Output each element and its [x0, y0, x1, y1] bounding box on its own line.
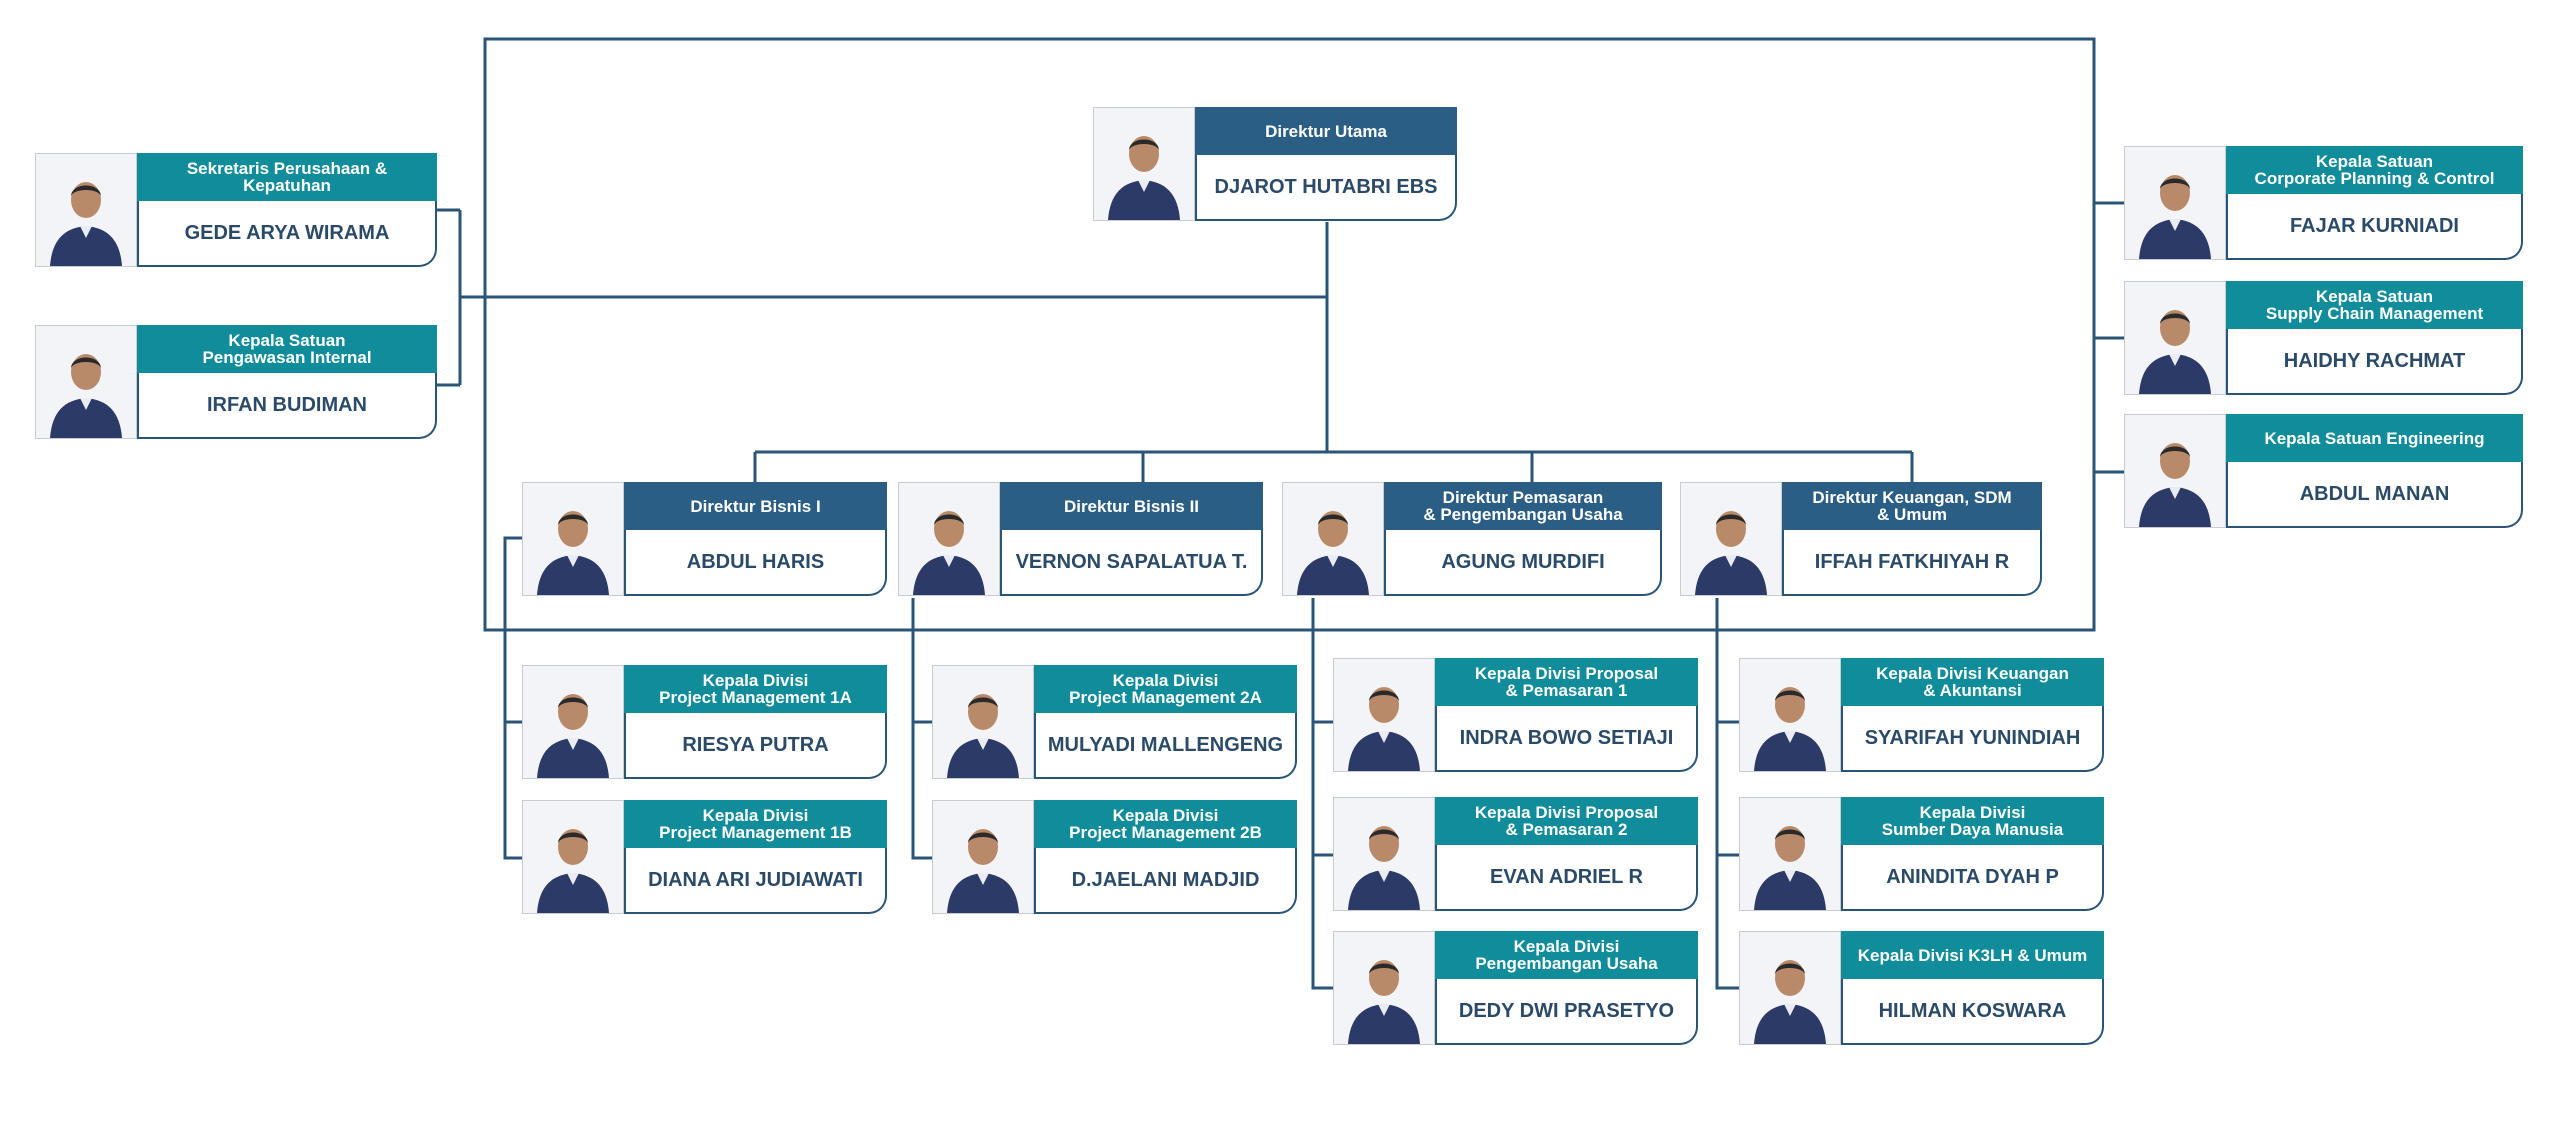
portrait-photo	[932, 665, 1034, 779]
card-k3lh-umum: Kepala Divisi K3LH & Umum HILMAN KOSWARA	[1739, 931, 2104, 1045]
card-title: Kepala Divisi Project Management 1B	[624, 800, 887, 848]
portrait-photo	[2124, 414, 2226, 528]
card-name: HAIDHY RACHMAT	[2226, 329, 2523, 395]
card-name: INDRA BOWO SETIAJI	[1435, 706, 1698, 772]
card-pm-1b: Kepala Divisi Project Management 1B DIAN…	[522, 800, 887, 914]
card-title: Kepala Divisi Keuangan & Akuntansi	[1841, 658, 2104, 706]
card-pm-1a: Kepala Divisi Project Management 1A RIES…	[522, 665, 887, 779]
card-name: VERNON SAPALATUA T.	[1000, 530, 1263, 596]
card-name: AGUNG MURDIFI	[1384, 530, 1662, 596]
portrait-photo	[898, 482, 1000, 596]
card-name: ANINDITA DYAH P	[1841, 845, 2104, 911]
portrait-photo	[1282, 482, 1384, 596]
portrait-photo	[522, 482, 624, 596]
card-name: GEDE ARYA WIRAMA	[137, 201, 437, 267]
card-title: Direktur Utama	[1195, 107, 1457, 155]
card-title: Kepala Divisi Project Management 1A	[624, 665, 887, 713]
card-name: HILMAN KOSWARA	[1841, 979, 2104, 1045]
card-title: Kepala Divisi Sumber Daya Manusia	[1841, 797, 2104, 845]
portrait-photo	[1333, 931, 1435, 1045]
card-direktur-bisnis-2: Direktur Bisnis II VERNON SAPALATUA T.	[898, 482, 1263, 596]
card-direktur-pemasaran: Direktur Pemasaran & Pengembangan Usaha …	[1282, 482, 1662, 596]
portrait-photo	[1739, 931, 1841, 1045]
card-pengembangan-usaha: Kepala Divisi Pengembangan Usaha DEDY DW…	[1333, 931, 1698, 1045]
card-proposal-pemasaran-1: Kepala Divisi Proposal & Pemasaran 1 IND…	[1333, 658, 1698, 772]
connector-pemasaran	[1311, 598, 1333, 990]
card-direktur-utama: Direktur Utama DJAROT HUTABRI EBS	[1093, 107, 1457, 221]
portrait-photo	[522, 800, 624, 914]
card-name: IRFAN BUDIMAN	[137, 373, 437, 439]
connector-bisnis-2	[911, 598, 932, 860]
card-title: Kepala Satuan Pengawasan Internal	[137, 325, 437, 373]
card-pm-2a: Kepala Divisi Project Management 2A MULY…	[932, 665, 1297, 779]
portrait-photo	[1333, 797, 1435, 911]
portrait-photo	[522, 665, 624, 779]
card-title: Direktur Keuangan, SDM & Umum	[1782, 482, 2042, 530]
portrait-photo	[1739, 797, 1841, 911]
card-title: Direktur Bisnis I	[624, 482, 887, 530]
card-name: DJAROT HUTABRI EBS	[1195, 155, 1457, 221]
card-sekretaris-perusahaan: Sekretaris Perusahaan & Kepatuhan GEDE A…	[35, 153, 437, 267]
card-title: Kepala Satuan Corporate Planning & Contr…	[2226, 146, 2523, 194]
card-title: Kepala Divisi Project Management 2A	[1034, 665, 1297, 713]
card-name: IFFAH FATKHIYAH R	[1782, 530, 2042, 596]
card-title: Kepala Divisi Proposal & Pemasaran 2	[1435, 797, 1698, 845]
portrait-photo	[1093, 107, 1195, 221]
card-title: Direktur Bisnis II	[1000, 482, 1263, 530]
card-sumber-daya-manusia: Kepala Divisi Sumber Daya Manusia ANINDI…	[1739, 797, 2104, 911]
card-title: Sekretaris Perusahaan & Kepatuhan	[137, 153, 437, 201]
card-pengawasan-internal: Kepala Satuan Pengawasan Internal IRFAN …	[35, 325, 437, 439]
card-supply-chain: Kepala Satuan Supply Chain Management HA…	[2124, 281, 2523, 395]
portrait-photo	[2124, 281, 2226, 395]
card-name: DEDY DWI PRASETYO	[1435, 979, 1698, 1045]
portrait-photo	[35, 325, 137, 439]
card-name: RIESYA PUTRA	[624, 713, 887, 779]
card-title: Kepala Divisi K3LH & Umum	[1841, 931, 2104, 979]
card-name: SYARIFAH YUNINDIAH	[1841, 706, 2104, 772]
card-proposal-pemasaran-2: Kepala Divisi Proposal & Pemasaran 2 EVA…	[1333, 797, 1698, 911]
card-keuangan-akuntansi: Kepala Divisi Keuangan & Akuntansi SYARI…	[1739, 658, 2104, 772]
portrait-photo	[1739, 658, 1841, 772]
connector-bisnis-1	[503, 536, 522, 860]
card-name: EVAN ADRIEL R	[1435, 845, 1698, 911]
card-title: Kepala Divisi Project Management 2B	[1034, 800, 1297, 848]
card-engineering: Kepala Satuan Engineering ABDUL MANAN	[2124, 414, 2523, 528]
card-direktur-bisnis-1: Direktur Bisnis I ABDUL HARIS	[522, 482, 887, 596]
portrait-photo	[2124, 146, 2226, 260]
card-title: Kepala Satuan Supply Chain Management	[2226, 281, 2523, 329]
card-title: Kepala Divisi Proposal & Pemasaran 1	[1435, 658, 1698, 706]
card-name: ABDUL MANAN	[2226, 462, 2523, 528]
card-name: D.JAELANI MADJID	[1034, 848, 1297, 914]
portrait-photo	[932, 800, 1034, 914]
card-name: DIANA ARI JUDIAWATI	[624, 848, 887, 914]
card-corporate-planning: Kepala Satuan Corporate Planning & Contr…	[2124, 146, 2523, 260]
card-name: MULYADI MALLENGENG	[1034, 713, 1297, 779]
card-direktur-keuangan: Direktur Keuangan, SDM & Umum IFFAH FATK…	[1680, 482, 2042, 596]
card-name: FAJAR KURNIADI	[2226, 194, 2523, 260]
card-title: Kepala Divisi Pengembangan Usaha	[1435, 931, 1698, 979]
card-title: Kepala Satuan Engineering	[2226, 414, 2523, 462]
card-title: Direktur Pemasaran & Pengembangan Usaha	[1384, 482, 1662, 530]
portrait-photo	[1680, 482, 1782, 596]
card-pm-2b: Kepala Divisi Project Management 2B D.JA…	[932, 800, 1297, 914]
connector-keuangan	[1715, 598, 1739, 990]
card-name: ABDUL HARIS	[624, 530, 887, 596]
portrait-photo	[1333, 658, 1435, 772]
portrait-photo	[35, 153, 137, 267]
